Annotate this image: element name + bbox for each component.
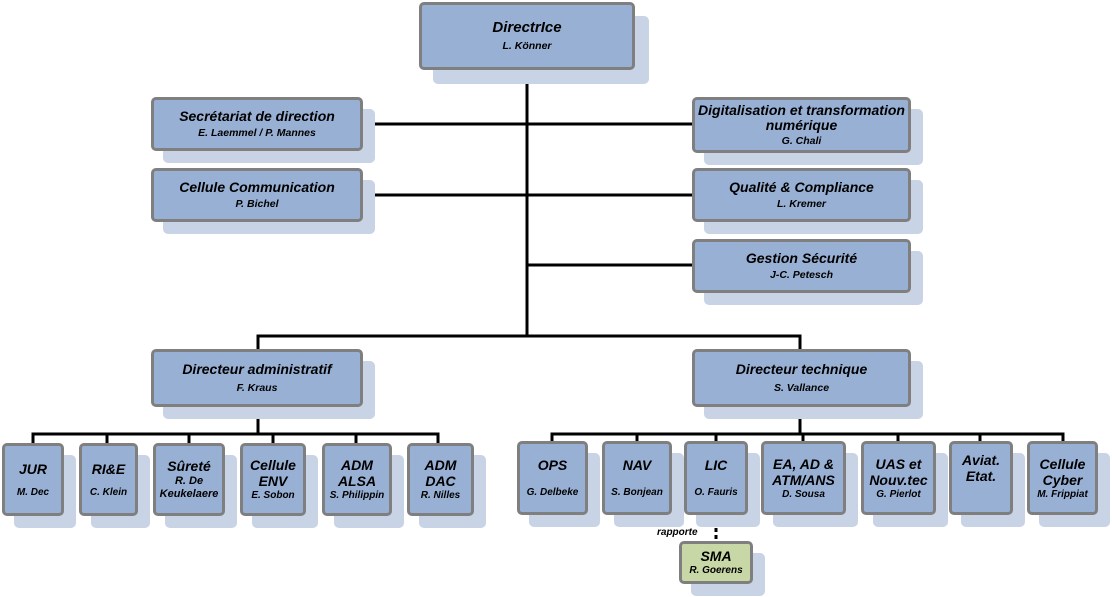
- node-adm-dac[interactable]: ADM DAC R. Nilles: [407, 443, 486, 528]
- node-name: P. Bichel: [235, 198, 279, 211]
- connector-tech-units: [550, 432, 1065, 445]
- node-title: Cellule Communication: [179, 178, 335, 195]
- node-name: O. Fauris: [694, 487, 738, 499]
- node-sma[interactable]: SMA R. Goerens: [679, 541, 765, 596]
- node-name: J-C. Petesch: [769, 269, 834, 282]
- node-digitalisation[interactable]: Digitalisation et transformation numériq…: [692, 97, 923, 165]
- node-title: DirectrIce: [492, 19, 562, 37]
- node-adm-alsa[interactable]: ADM ALSA S. Philippin: [322, 443, 404, 528]
- node-name: G. Pierlot: [876, 488, 921, 500]
- node-name: L. Kremer: [776, 198, 827, 211]
- node-lic[interactable]: LIC O. Fauris: [684, 441, 760, 527]
- node-uas[interactable]: UAS et Nouv.tec G. Pierlot: [861, 441, 948, 527]
- connector-admin-units: [31, 432, 440, 445]
- node-title: Directeur administratif: [182, 360, 332, 377]
- node-title: Directeur technique: [735, 360, 868, 377]
- node-title: NAV: [622, 457, 652, 474]
- node-name: S. Vallance: [773, 382, 830, 395]
- node-directeur-technique[interactable]: Directeur technique S. Vallance: [692, 349, 923, 419]
- node-cellule-cyber[interactable]: Cellule Cyber M. Frippiat: [1027, 441, 1110, 527]
- node-title: Cellule ENV: [250, 457, 296, 490]
- node-title: OPS: [537, 457, 568, 474]
- node-title: EA, AD & ATM/ANS: [772, 455, 835, 488]
- node-title: Digitalisation et transformation numériq…: [698, 102, 913, 134]
- node-title: LIC: [704, 457, 728, 474]
- node-name: E. Sobon: [251, 490, 295, 502]
- node-name: R. Goerens: [689, 565, 743, 577]
- node-name: S. Bonjean: [611, 487, 663, 499]
- node-aviat-etat[interactable]: Aviat. Etat.: [949, 441, 1025, 527]
- node-title: Secrétariat de direction: [179, 107, 335, 124]
- node-name: S. Philippin: [329, 490, 385, 502]
- node-title: SMA: [700, 548, 732, 565]
- node-name: G. Delbeke: [526, 487, 579, 499]
- node-nav[interactable]: NAV S. Bonjean: [602, 441, 684, 527]
- node-title: Cellule Cyber: [1039, 455, 1086, 488]
- node-name: L. Könner: [502, 39, 552, 52]
- node-name: F. Kraus: [236, 382, 278, 395]
- node-gestion-securite[interactable]: Gestion Sécurité J-C. Petesch: [692, 239, 923, 305]
- relation-label: rapporte: [657, 527, 698, 538]
- node-directeur-administratif[interactable]: Directeur administratif F. Kraus: [151, 349, 375, 419]
- node-title: Qualité & Compliance: [729, 178, 874, 195]
- node-title: Sûreté: [167, 458, 211, 475]
- node-communication[interactable]: Cellule Communication P. Bichel: [151, 168, 375, 234]
- node-rie[interactable]: RI&E C. Klein: [79, 443, 150, 528]
- node-name: R. Nilles: [420, 490, 461, 502]
- node-ops[interactable]: OPS G. Delbeke: [517, 441, 600, 527]
- node-jur[interactable]: JUR M. Dec: [2, 443, 76, 528]
- node-qualite[interactable]: Qualité & Compliance L. Kremer: [692, 168, 923, 234]
- node-title: JUR: [18, 460, 47, 477]
- node-name: R. De Keukelaere: [159, 475, 219, 501]
- node-title: ADM DAC: [424, 457, 457, 490]
- node-cellule-env[interactable]: Cellule ENV E. Sobon: [240, 443, 318, 528]
- node-surete[interactable]: Sûreté R. De Keukelaere: [153, 443, 237, 528]
- node-title: Aviat. Etat.: [961, 452, 1001, 485]
- node-name: E. Laemmel / P. Mannes: [198, 127, 316, 140]
- connector-directors: [256, 334, 802, 351]
- node-name: G. Chali: [781, 134, 822, 147]
- node-title: UAS et Nouv.tec: [869, 455, 928, 488]
- node-name: D. Sousa: [782, 488, 825, 500]
- node-name: M. Frippiat: [1037, 488, 1088, 500]
- node-name: C. Klein: [89, 486, 128, 498]
- node-title: Gestion Sécurité: [745, 249, 858, 266]
- node-ea-ad-atm[interactable]: EA, AD & ATM/ANS D. Sousa: [761, 441, 858, 527]
- node-secretariat[interactable]: Secrétariat de direction E. Laemmel / P.…: [151, 97, 375, 163]
- node-title: RI&E: [91, 460, 126, 477]
- node-name: M. Dec: [16, 486, 50, 498]
- node-title: ADM ALSA: [337, 457, 377, 490]
- node-directrice[interactable]: DirectrIce L. Könner: [419, 2, 649, 84]
